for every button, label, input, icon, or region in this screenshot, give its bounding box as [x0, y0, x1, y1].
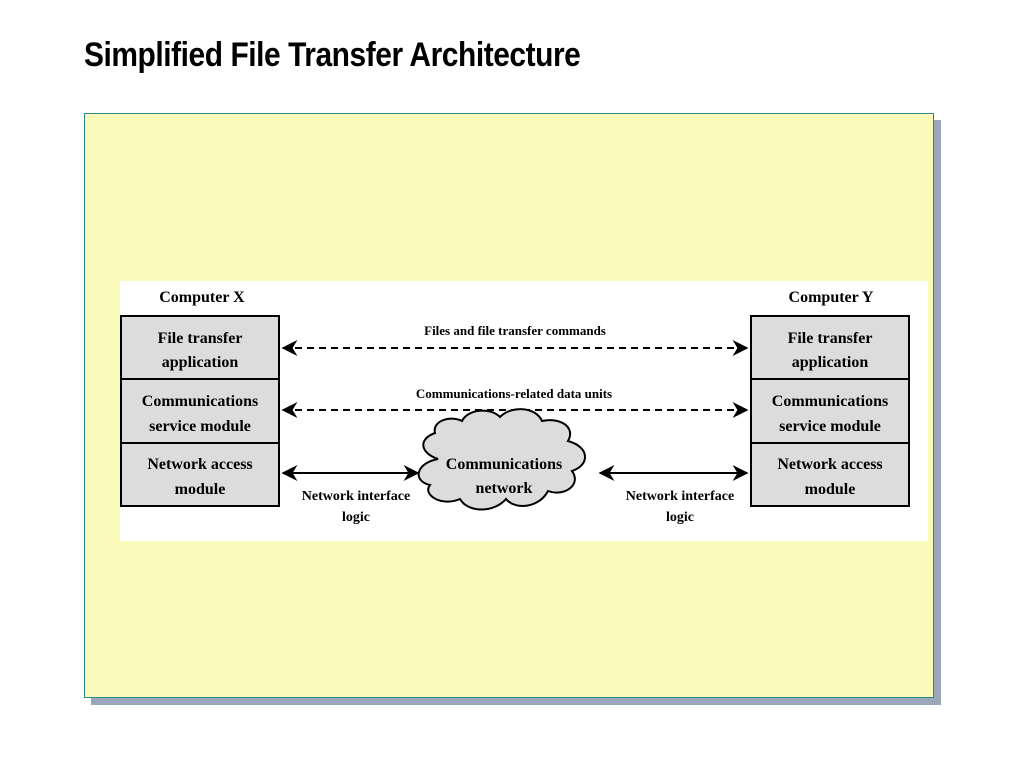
slide-title: Simplified File Transfer Architecture — [84, 36, 581, 74]
architecture-figure: Computer X File transfer application Com… — [120, 281, 928, 541]
architecture-diagram: Computer X File transfer application Com… — [120, 289, 910, 525]
x-network-access-box — [120, 442, 280, 507]
x-file-transfer-line1: File transfer — [158, 330, 243, 347]
x-network-access-line1: Network access — [147, 456, 252, 473]
left-nif-line2: logic — [342, 510, 370, 525]
right-nif-line1: Network interface — [626, 489, 734, 504]
y-network-access-box — [750, 442, 910, 507]
computer-y-label: Computer Y — [789, 289, 874, 306]
middle-link-label: Communications-related data units — [416, 386, 612, 401]
top-link-label: Files and file transfer commands — [424, 323, 606, 338]
cloud-line1: Communications — [446, 456, 562, 473]
x-file-transfer-line2: application — [162, 354, 239, 371]
right-nif-line2: logic — [666, 510, 694, 525]
x-file-transfer-box — [120, 315, 280, 380]
y-network-access-line2: module — [805, 481, 856, 498]
y-comm-service-line2: service module — [779, 418, 881, 435]
y-file-transfer-line1: File transfer — [788, 330, 873, 347]
computer-y-stack: File transfer application Communications… — [750, 315, 910, 507]
y-file-transfer-line2: application — [792, 354, 869, 371]
x-comm-service-box — [120, 378, 280, 444]
x-network-access-line2: module — [175, 481, 226, 498]
communications-network-cloud — [417, 408, 586, 511]
x-comm-service-line1: Communications — [142, 393, 258, 410]
y-comm-service-line1: Communications — [772, 393, 888, 410]
computer-x-stack: File transfer application Communications… — [120, 315, 280, 507]
cloud-line2: network — [476, 480, 533, 497]
x-comm-service-line2: service module — [149, 418, 251, 435]
computer-x-label: Computer X — [159, 289, 245, 306]
left-nif-line1: Network interface — [302, 489, 410, 504]
y-network-access-line1: Network access — [777, 456, 882, 473]
